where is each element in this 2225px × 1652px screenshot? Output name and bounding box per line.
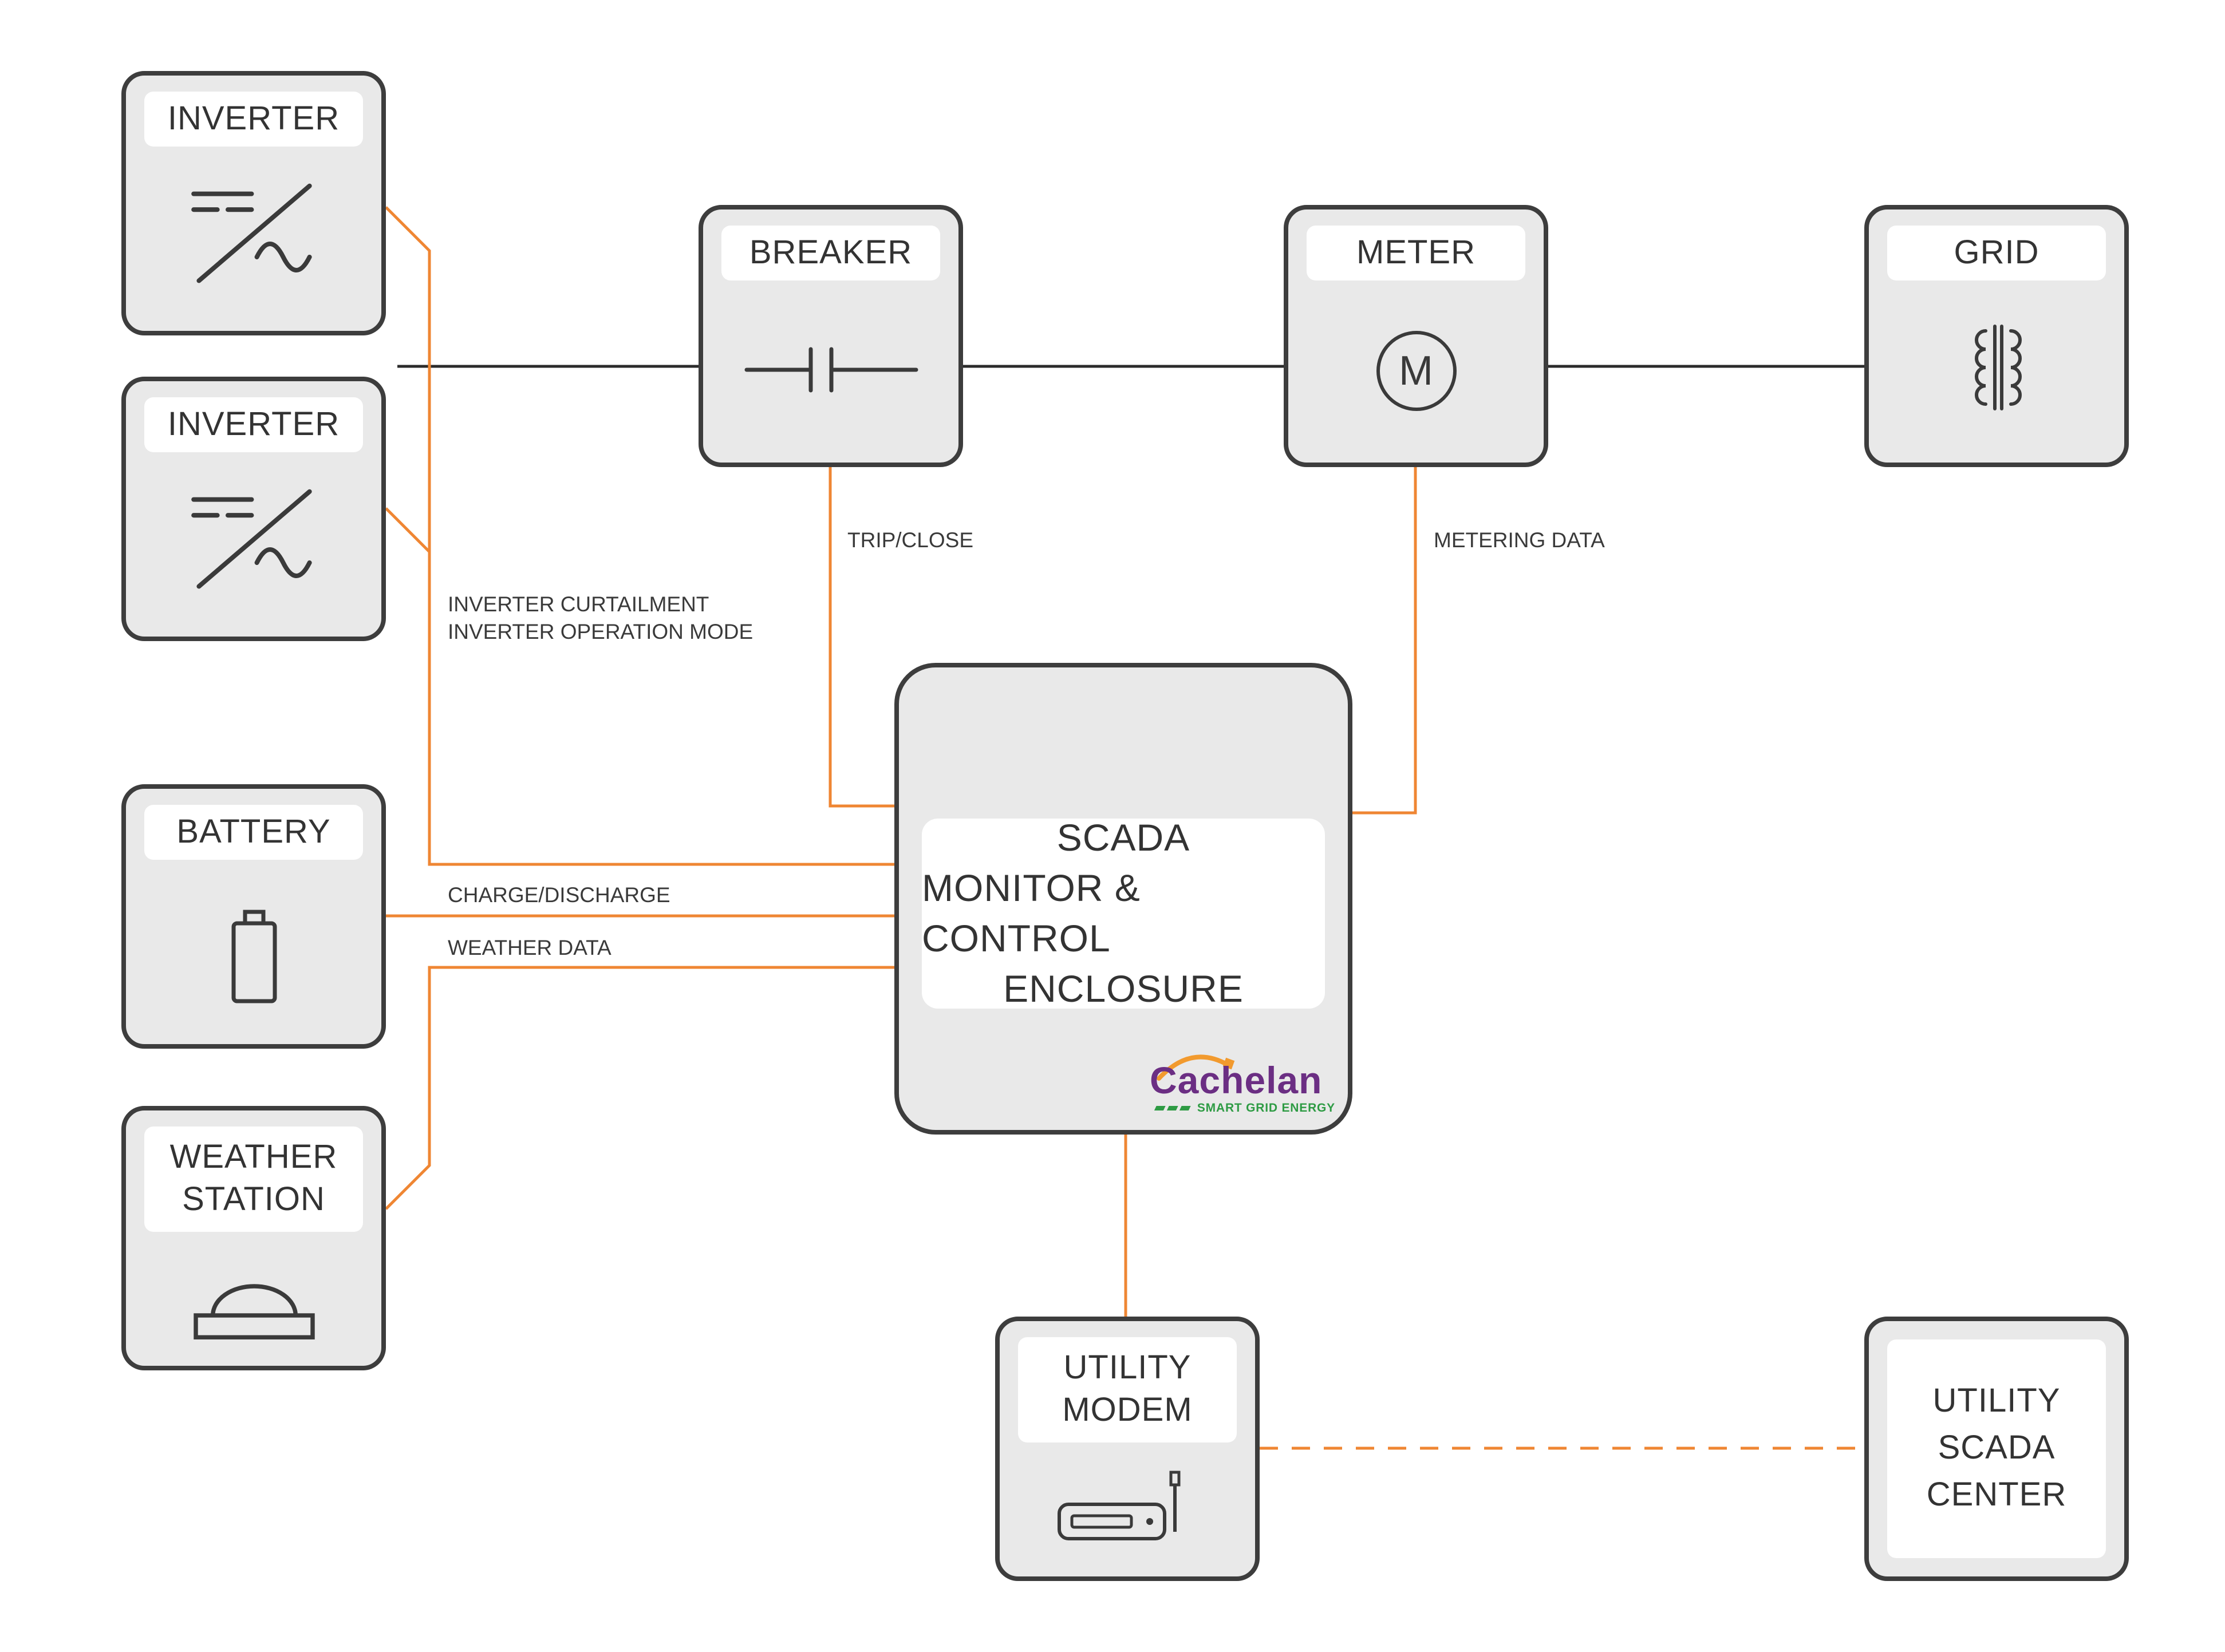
inverter-1-label: INVERTER bbox=[144, 92, 363, 147]
utility-scada-line3: CENTER bbox=[1926, 1477, 2067, 1513]
cachelan-logo-text: Cachelan bbox=[1150, 1059, 1323, 1101]
metering-data-label: METERING DATA bbox=[1434, 528, 1605, 552]
modem-icon bbox=[1000, 1461, 1255, 1564]
inverter-curtailment-line1: INVERTER CURTAILMENT bbox=[448, 592, 709, 616]
scada-label-line1: SCADA bbox=[1056, 816, 1190, 859]
meter-icon-letter: M bbox=[1399, 347, 1433, 394]
meter-box: METER M bbox=[1284, 205, 1548, 467]
cachelan-tagline: SMART GRID ENERGY bbox=[1150, 1101, 1335, 1115]
battery-box: BATTERY bbox=[121, 784, 386, 1049]
weather-station-label: WEATHER STATION bbox=[144, 1127, 363, 1232]
scada-label-line2: MONITOR & CONTROL bbox=[922, 867, 1141, 959]
tagline-tick bbox=[1155, 1106, 1166, 1110]
weather-station-icon bbox=[126, 1257, 381, 1354]
scada-label: SCADA MONITOR & CONTROL ENCLOSURE bbox=[922, 816, 1325, 1010]
inverter-curtailment-label: INVERTER CURTAILMENT INVERTER OPERATION … bbox=[448, 591, 753, 646]
tagline-tick bbox=[1167, 1106, 1179, 1110]
scada-enclosure-box: SCADA MONITOR & CONTROL ENCLOSURE Cachel… bbox=[894, 663, 1352, 1135]
charge-discharge-label: CHARGE/DISCHARGE bbox=[448, 883, 670, 907]
cachelan-logo: Cachelan SMART GRID ENERGY bbox=[1150, 1054, 1335, 1125]
meter-icon: M bbox=[1376, 331, 1456, 411]
trip-close-line bbox=[829, 467, 894, 808]
inverter-1-box: INVERTER bbox=[121, 71, 386, 335]
utility-scada-center-label: UTILITY SCADA CENTER bbox=[1887, 1339, 2106, 1558]
breaker-box: BREAKER bbox=[699, 205, 963, 467]
cachelan-logo-arc bbox=[1157, 1054, 1235, 1081]
grid-box: GRID bbox=[1864, 205, 2129, 467]
inverter-icon bbox=[126, 165, 381, 297]
utility-modem-label: UTILITY MODEM bbox=[1018, 1337, 1237, 1442]
transformer-icon bbox=[1869, 310, 2124, 425]
battery-label: BATTERY bbox=[144, 805, 363, 860]
inverter-2-box: INVERTER bbox=[121, 377, 386, 641]
inverter2-control-line bbox=[385, 507, 431, 553]
meter-label: METER bbox=[1307, 226, 1525, 280]
modem-label-line2: MODEM bbox=[1062, 1392, 1193, 1429]
weather-label-line2: STATION bbox=[182, 1181, 325, 1218]
cachelan-tagline-text: SMART GRID ENERGY bbox=[1197, 1101, 1335, 1115]
weather-data-line bbox=[385, 966, 894, 1210]
metering-data-line bbox=[1352, 467, 1417, 815]
battery-icon bbox=[126, 898, 381, 1018]
utility-modem-box: UTILITY MODEM bbox=[995, 1317, 1260, 1581]
inverter-curtailment-line2: INVERTER OPERATION MODE bbox=[448, 619, 753, 643]
utility-scada-center-box: UTILITY SCADA CENTER bbox=[1864, 1317, 2129, 1581]
tagline-tick bbox=[1180, 1106, 1192, 1110]
weather-label-line1: WEATHER bbox=[169, 1139, 338, 1176]
modem-label-line1: UTILITY bbox=[1063, 1350, 1192, 1386]
scada-label-line3: ENCLOSURE bbox=[1003, 967, 1244, 1010]
grid-label: GRID bbox=[1887, 226, 2106, 280]
breaker-contact-icon bbox=[703, 335, 958, 404]
breaker-label: BREAKER bbox=[721, 226, 940, 280]
utility-scada-line1: UTILITY bbox=[1932, 1383, 2061, 1420]
weather-data-label: WEATHER DATA bbox=[448, 935, 612, 959]
inverter-2-label: INVERTER bbox=[144, 397, 363, 452]
inverter-icon bbox=[126, 471, 381, 602]
utility-scada-line2: SCADA bbox=[1938, 1430, 2056, 1467]
weather-station-box: WEATHER STATION bbox=[121, 1106, 386, 1370]
trip-close-label: TRIP/CLOSE bbox=[847, 528, 973, 552]
inverter-control-line bbox=[385, 206, 894, 866]
